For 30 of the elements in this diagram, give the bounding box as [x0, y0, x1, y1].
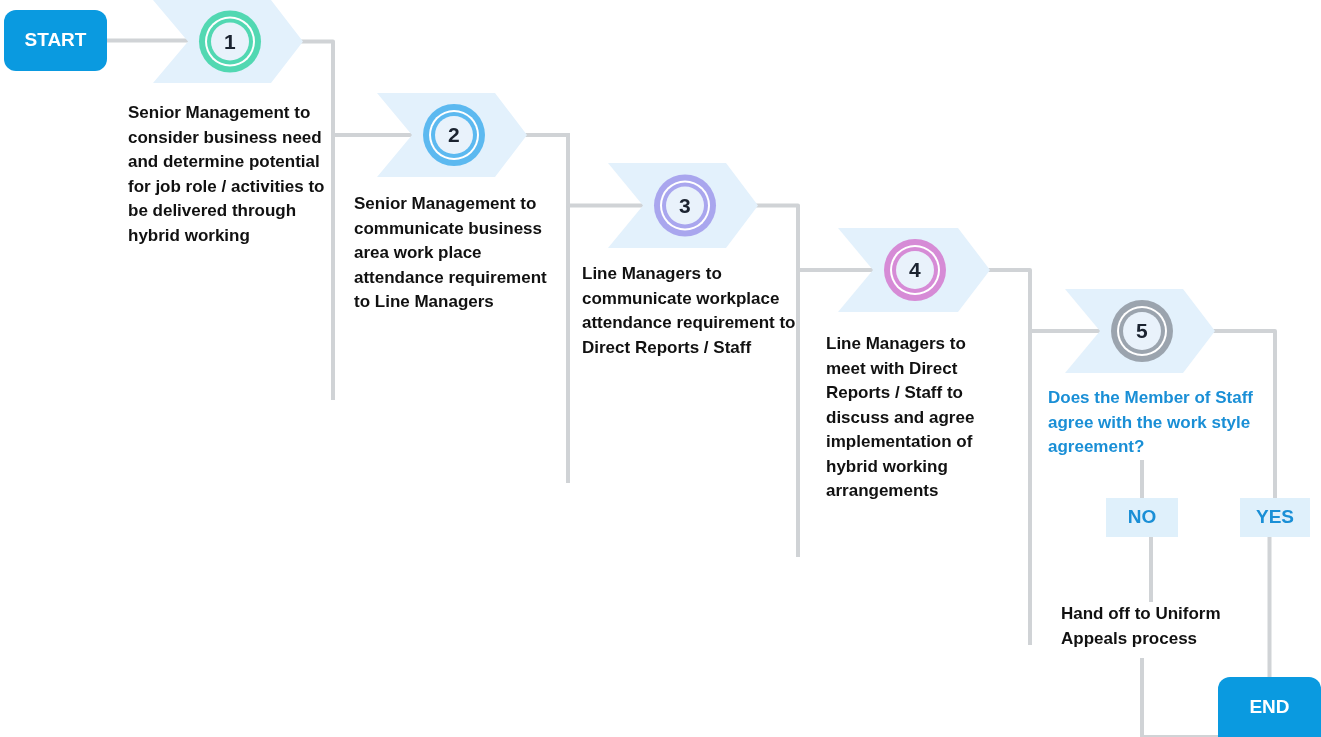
step-number: 4 [909, 259, 921, 280]
step-chevron [1065, 289, 1215, 373]
step-description: Senior Management to communicate business area work place attendance requirement to Line Managers [354, 193, 548, 313]
step-number: 3 [679, 194, 691, 216]
answer-box: YES [1240, 498, 1310, 537]
connector-line [1140, 460, 1144, 498]
terminal-box: END [1218, 677, 1321, 737]
connector-line [107, 38, 188, 43]
step-number: 2 [448, 124, 460, 145]
terminal-box: START [4, 10, 107, 71]
step-chevron [838, 228, 990, 312]
connector-line [1267, 537, 1272, 677]
step-chevron [153, 0, 303, 83]
step-chevron [377, 93, 527, 177]
answer-box: NO [1106, 498, 1178, 537]
step-number: 5 [1136, 320, 1148, 341]
decision-question: Does the Member of Staff agree with the work style agreement? [1048, 386, 1270, 460]
step-description: Line Managers to communicate workplace attendance requirement to Direct Reports / Staff [582, 263, 797, 359]
step-chevron [608, 163, 758, 248]
connector-line [988, 268, 1100, 333]
connector-line [525, 133, 643, 208]
step-description: Line Managers to meet with Direct Reports / Staff to discuss and agree implementation of hybrid working arrangements [826, 333, 976, 502]
process-text: Hand off to Uniform Appeals process [1061, 602, 1241, 654]
step-number: 1 [224, 30, 236, 52]
connector-line [1140, 658, 1218, 737]
connector-line [756, 203, 873, 272]
step-description: Senior Management to consider business need and determine potential for job role / activities to be delivered through hybrid working [128, 102, 326, 247]
connector-line [1149, 537, 1153, 602]
connector-line [301, 39, 412, 137]
connector-line [1213, 329, 1277, 498]
